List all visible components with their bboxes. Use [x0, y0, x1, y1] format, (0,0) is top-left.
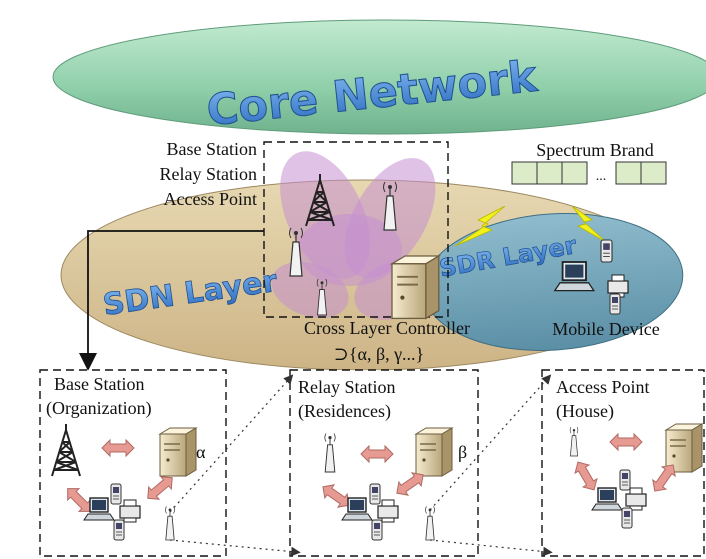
mobile-device-label: Mobile Device	[552, 319, 659, 339]
connector-arrow	[79, 230, 264, 371]
panel-relay-station-symbol: β	[458, 442, 467, 462]
server-icon	[159, 427, 197, 477]
phone-icon	[113, 519, 125, 541]
label-relay-station: Relay Station	[160, 164, 258, 184]
dotted-connectors	[169, 374, 553, 557]
core-network-ellipse	[52, 19, 706, 135]
server-icon	[391, 255, 440, 320]
phone-icon	[371, 519, 383, 541]
panel-access-point-line2: (House)	[556, 401, 614, 422]
panel-access-point-line1: Access Point	[556, 377, 650, 397]
phone-icon	[110, 483, 122, 505]
phone-icon	[619, 469, 631, 491]
spectrum-ellipsis: ...	[596, 169, 607, 184]
label-access-point: Access Point	[164, 189, 258, 209]
phone-icon	[369, 483, 381, 505]
controller-label: Cross Layer Controller	[304, 318, 470, 338]
stations-dashed-box	[263, 141, 449, 318]
panel-base-station-line2: (Organization)	[46, 398, 152, 419]
label-base-station: Base Station	[167, 139, 258, 159]
controller-params: ⊃{α, β, γ...}	[334, 344, 424, 364]
lightning-icon	[454, 205, 506, 247]
server-icon	[415, 427, 453, 477]
panel-relay-station-line2: (Residences)	[298, 401, 391, 422]
phone-icon	[621, 507, 633, 529]
phone-icon	[609, 293, 621, 315]
spectrum-blocks	[511, 161, 667, 185]
panel-base-station-symbol: α	[196, 442, 206, 462]
panel-base-station-line1: Base Station	[54, 374, 145, 394]
phone-icon	[600, 239, 613, 263]
panel-relay-station-line1: Relay Station	[298, 377, 396, 397]
spectrum-title: Spectrum Brand	[536, 140, 653, 160]
